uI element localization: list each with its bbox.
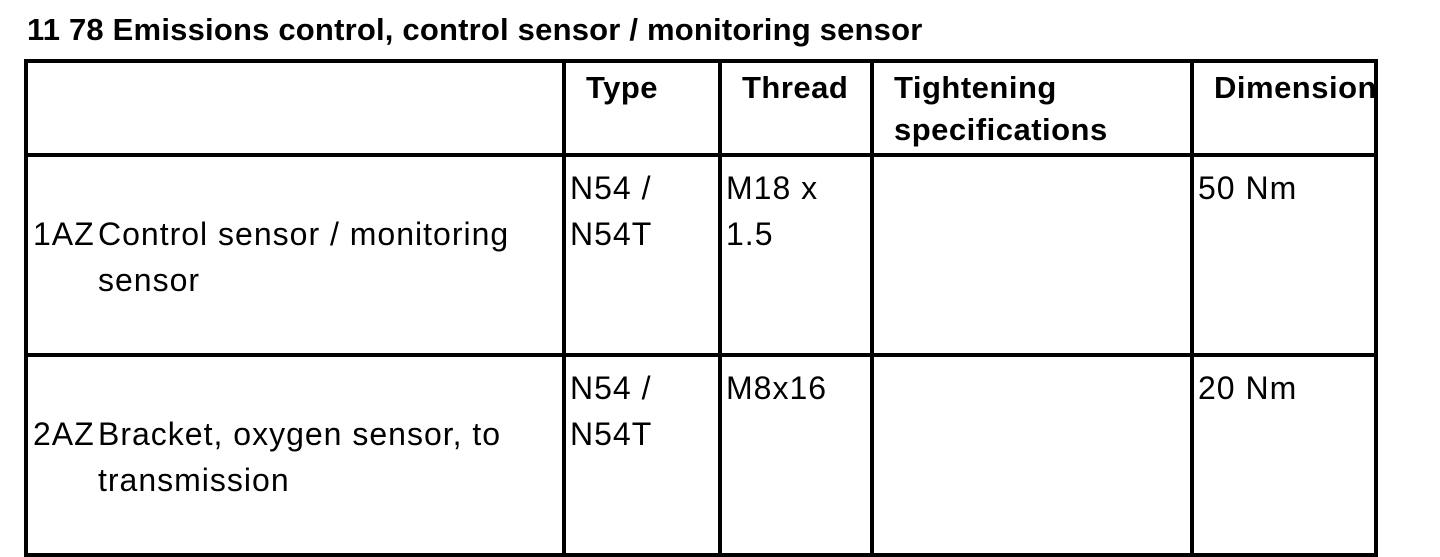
page-title: 11 78 Emissions control, control sensor …	[27, 12, 923, 47]
cell-dimension: 20 Nm	[1190, 353, 1378, 557]
cell-thread: M18 x 1.5	[718, 153, 874, 357]
cell-thread: M8x16	[718, 353, 874, 557]
cell-tightening-specifications	[870, 353, 1194, 557]
item-description: Control sensor / monitoring sensor	[98, 216, 510, 298]
position-code: 2AZ	[33, 416, 95, 452]
torque-spec-table: Type Thread Tightening specifications Di…	[24, 59, 1378, 557]
table-row: 1AZ Control sensor / monitoring sensor N…	[24, 153, 1378, 357]
table-header-row: Type Thread Tightening specifications Di…	[24, 59, 1378, 157]
item-cell: 2AZ Bracket, oxygen sensor, to transmiss…	[24, 353, 566, 557]
column-header-type: Type	[562, 59, 722, 157]
cell-dimension: 50 Nm	[1190, 153, 1378, 357]
item-description: Bracket, oxygen sensor, to transmission	[98, 416, 502, 498]
column-header-dimension: Dimension	[1190, 59, 1378, 157]
cell-type: N54 / N54T	[562, 153, 722, 357]
position-code: 1AZ	[33, 216, 95, 252]
cell-type: N54 / N54T	[562, 353, 722, 557]
column-header-thread: Thread	[718, 59, 874, 157]
item-cell: 1AZ Control sensor / monitoring sensor	[24, 153, 566, 357]
table-row: 2AZ Bracket, oxygen sensor, to transmiss…	[24, 353, 1378, 557]
cell-tightening-specifications	[870, 153, 1194, 357]
column-header-tightening-specifications: Tightening specifications	[870, 59, 1194, 157]
column-header-item	[24, 59, 566, 157]
